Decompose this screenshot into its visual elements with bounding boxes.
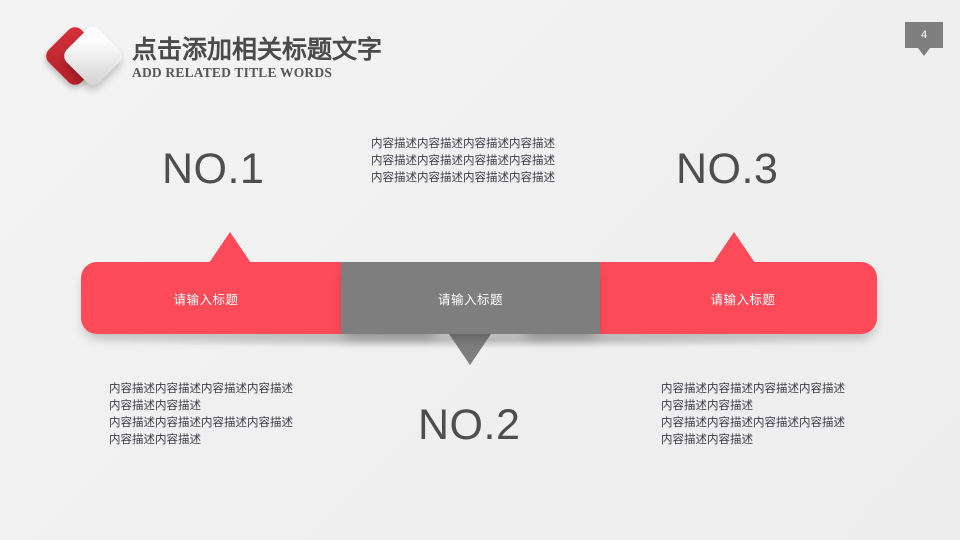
title-block: 点击添加相关标题文字 ADD RELATED TITLE WORDS bbox=[132, 32, 382, 81]
step-2-bar[interactable]: 请输入标题 bbox=[341, 262, 600, 334]
step-1-bar-label: 请输入标题 bbox=[173, 292, 239, 307]
description-bottom-left: 内容描述内容描述内容描述内容描述 内容描述内容描述 内容描述内容描述内容描述内容… bbox=[109, 383, 293, 447]
page-number-badge: 4 bbox=[905, 22, 943, 56]
page-subtitle: ADD RELATED TITLE WORDS bbox=[132, 64, 333, 80]
double-diamond-logo-icon bbox=[42, 17, 126, 95]
page-title: 点击添加相关标题文字 bbox=[132, 35, 383, 64]
step-2-arrow-down-icon bbox=[449, 334, 491, 365]
step-1-arrow-up-icon bbox=[209, 232, 251, 263]
page-number-label: 4 bbox=[920, 28, 928, 41]
step-3-arrow-up-icon bbox=[713, 232, 755, 263]
description-top-center: 内容描述内容描述内容描述内容描述 内容描述内容描述内容描述内容描述 内容描述内容… bbox=[371, 138, 555, 185]
process-bar-group: 请输入标题 请输入标题 请输入标题 bbox=[0, 228, 960, 368]
description-bottom-right: 内容描述内容描述内容描述内容描述 内容描述内容描述 内容描述内容描述内容描述内容… bbox=[661, 383, 845, 447]
step-3-number: NO.3 bbox=[676, 145, 779, 193]
step-2-bar-label: 请输入标题 bbox=[437, 292, 503, 307]
step-3-bar-label: 请输入标题 bbox=[710, 292, 776, 307]
step-1-number: NO.1 bbox=[162, 145, 265, 193]
step-2-number: NO.2 bbox=[418, 401, 521, 449]
slide-header: 点击添加相关标题文字 ADD RELATED TITLE WORDS bbox=[42, 14, 382, 98]
